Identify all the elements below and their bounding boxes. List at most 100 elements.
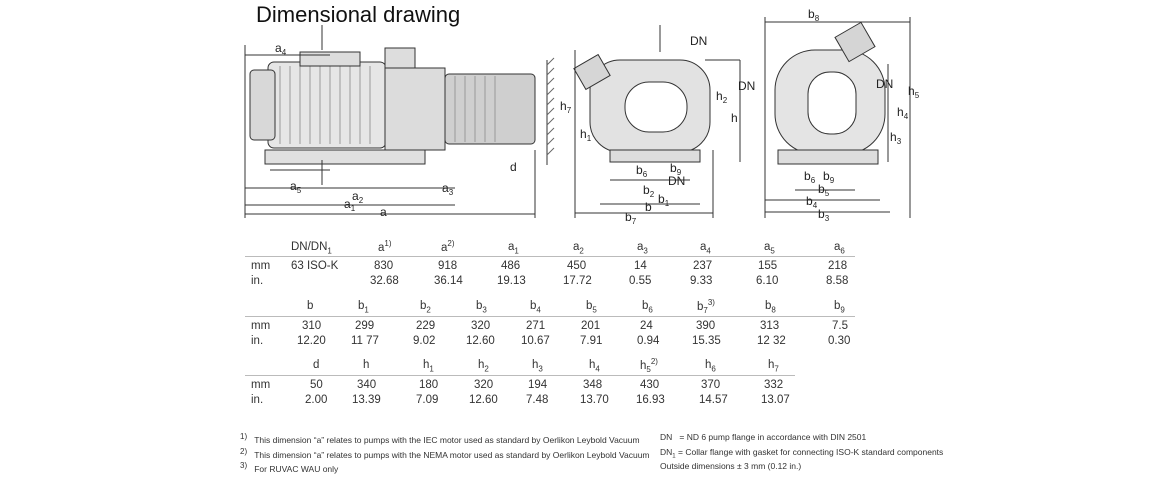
header-a2: a2 [573, 241, 584, 256]
label-a5: a5 [290, 179, 302, 195]
value-cell: 320 [471, 320, 491, 332]
header-h2: h2 [478, 359, 489, 374]
label-dn-front: DN [690, 34, 707, 48]
label-b4: b4 [806, 194, 818, 210]
value-cell: 7.48 [526, 394, 549, 406]
value-cell: 13.07 [761, 394, 790, 406]
value-cell: 12.60 [466, 335, 495, 347]
label-h7: h7 [560, 99, 572, 115]
footnote-3: 3) For RUVAC WAU only [240, 461, 339, 474]
label-b9-front: b9 [670, 161, 682, 177]
label-b7: b7 [625, 210, 637, 226]
value-cell: 50 [310, 379, 323, 391]
header-a-nema: a2) [441, 239, 455, 254]
value-cell: 370 [701, 379, 721, 391]
value-cell: 12.20 [297, 335, 326, 347]
footnote-1: 1) This dimension “a” relates to pumps w… [240, 432, 640, 445]
label-a3: a3 [442, 181, 454, 197]
value-cell: 194 [528, 379, 548, 391]
header-d: d [313, 359, 320, 371]
end-view [764, 17, 911, 218]
dimensional-drawing: a4 a2 a5 a3 a1 a d h7 h1 h2 h DN b6 b9 D… [244, 7, 920, 226]
label-h5: h5 [908, 84, 920, 100]
header-dn: DN/DN1 [291, 241, 332, 256]
value-cell: 830 [374, 260, 394, 272]
label-a1: a1 [344, 197, 356, 213]
value-cell: 17.72 [563, 275, 592, 287]
label-a2: a2 [352, 189, 364, 205]
value-cell: 14 [634, 260, 647, 272]
value-cell: 271 [526, 320, 546, 332]
label-h2: h2 [716, 89, 728, 105]
value-cell: 0.55 [629, 275, 652, 287]
header-h3: h3 [532, 359, 543, 374]
label-b6-front: b6 [636, 163, 648, 179]
value-cell: 13.39 [352, 394, 381, 406]
row-label-in: in. [251, 394, 264, 406]
value-cell: 13.70 [580, 394, 609, 406]
header-b2: b2 [420, 300, 431, 315]
label-b9-end: b9 [823, 169, 835, 185]
header-a1: a1 [508, 241, 519, 256]
value-cell: 486 [501, 260, 521, 272]
value-cell: 8.58 [826, 275, 849, 287]
header-a5: a5 [764, 241, 775, 256]
value-cell: 390 [696, 320, 716, 332]
front-view [573, 25, 741, 218]
value-cell: 7.91 [580, 335, 603, 347]
value-cell: 0.94 [637, 335, 660, 347]
label-dn-end-right: DN [876, 77, 893, 91]
header-h5: h52) [640, 357, 658, 375]
side-view [244, 25, 555, 218]
value-cell: 155 [758, 260, 778, 272]
note-dn: DN = ND 6 pump flange in accordance with… [660, 432, 867, 442]
label-b3: b3 [818, 207, 830, 223]
value-cell: 24 [640, 320, 653, 332]
value-cell: 229 [416, 320, 436, 332]
header-b: b [307, 300, 314, 312]
header-b6: b6 [642, 300, 653, 315]
value-cell: 201 [581, 320, 601, 332]
value-cell: 16.93 [636, 394, 665, 406]
header-h4: h4 [589, 359, 600, 374]
value-cell: 32.68 [370, 275, 399, 287]
row-label-in: in. [251, 335, 264, 347]
label-dn-end-left: DN [738, 79, 755, 93]
note-tolerance: Outside dimensions ± 3 mm (0.12 in.) [660, 461, 802, 471]
label-b6-end: b6 [804, 169, 816, 185]
label-h3: h3 [890, 130, 902, 146]
value-cell: 2.00 [305, 394, 328, 406]
value-cell: 19.13 [497, 275, 526, 287]
value-cell: 9.02 [413, 335, 436, 347]
value-cell: 430 [640, 379, 660, 391]
value-cell: 10.67 [521, 335, 550, 347]
value-cell: 237 [693, 260, 713, 272]
value-cell: 12 32 [757, 335, 786, 347]
value-cell: 299 [355, 320, 375, 332]
value-cell: 36.14 [434, 275, 463, 287]
value-cell: 9.33 [690, 275, 713, 287]
value-cell: 0.30 [828, 335, 851, 347]
value-cell: 63 ISO-K [291, 260, 339, 272]
header-a: a1) [378, 239, 392, 254]
header-b5: b5 [586, 300, 597, 315]
row-label-in: in. [251, 275, 264, 287]
label-b2: b2 [643, 183, 655, 199]
header-b1: b1 [358, 300, 369, 315]
header-h7: h7 [768, 359, 779, 374]
label-b5: b5 [818, 182, 830, 198]
value-cell: 450 [567, 260, 587, 272]
value-cell: 15.35 [692, 335, 721, 347]
header-h1: h1 [423, 359, 434, 374]
label-h4: h4 [897, 105, 909, 121]
value-cell: 313 [760, 320, 780, 332]
note-dn1: DN1 = Collar flange with gasket for conn… [660, 447, 944, 460]
header-b8: b8 [765, 300, 776, 315]
value-cell: 340 [357, 379, 377, 391]
row-label-mm: mm [251, 260, 271, 272]
value-cell: 7.5 [832, 320, 848, 332]
page-title: Dimensional drawing [256, 2, 461, 27]
value-cell: 14.57 [699, 394, 728, 406]
header-a3: a3 [637, 241, 648, 256]
label-b8: b8 [808, 7, 820, 23]
